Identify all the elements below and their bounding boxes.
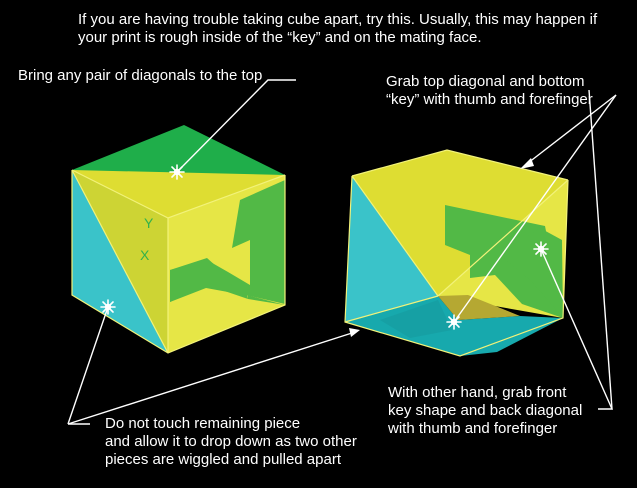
grip-point-icon [446, 314, 462, 330]
grip-point-icon [100, 299, 116, 315]
right-cube-bottom-inner [380, 300, 452, 338]
leader-grab-bottom [453, 94, 617, 323]
grip-point-icon [169, 164, 185, 180]
callout-bring-pair: Bring any pair of diagonals to the top [18, 67, 262, 85]
callout-other-hand-line: with thumb and forefinger [388, 420, 558, 437]
intro-line: If you are having trouble taking cube ap… [78, 11, 598, 28]
left-cube-top-diagonal [72, 170, 285, 218]
callout-other-hand: With other hand, grab front key shape an… [388, 384, 582, 438]
arrowhead-do-not-touch [349, 328, 360, 337]
intro-line: your print is rough inside of the “key” … [78, 29, 482, 46]
leader-lines [67, 79, 617, 425]
leader-do-not-touch-a [67, 306, 109, 425]
right-cube [344, 149, 569, 357]
intro-text: If you are having trouble taking cube ap… [78, 11, 597, 47]
callout-do-not-touch-line: Do not touch remaining piece [105, 415, 301, 432]
callout-bring-pair-text: Bring any pair of diagonals to the top [18, 67, 263, 84]
left-cube-key-body [170, 180, 285, 304]
right-cube-bottom-key-yellow [438, 295, 520, 320]
leader-other-hand-back [588, 89, 613, 410]
leader-do-not-touch-b [67, 332, 353, 425]
callout-do-not-touch: Do not touch remaining piece and allow i… [105, 415, 357, 469]
grip-point-icon [533, 241, 549, 257]
y-axis-label: Y [144, 215, 154, 231]
callout-other-hand-line: With other hand, grab front [388, 384, 567, 401]
arrowhead-grab-top [520, 158, 534, 169]
left-cube: Y X [71, 125, 286, 354]
right-cube-left-face [345, 176, 438, 322]
leader-grab-top-arrow [527, 94, 617, 164]
x-axis-label: X [140, 247, 150, 263]
callout-grab-top: Grab top diagonal and bottom “key” with … [386, 73, 593, 109]
callout-grab-top-line: Grab top diagonal and bottom [386, 73, 585, 90]
callout-do-not-touch-line: and allow it to drop down as two other [105, 433, 357, 450]
callout-do-not-touch-line: pieces are wiggled and pulled apart [105, 451, 341, 468]
leader-bring-pair [176, 79, 296, 173]
callout-grab-top-line: “key” with thumb and forefinger [386, 91, 593, 108]
callout-other-hand-line: key shape and back diagonal [388, 402, 583, 419]
right-cube-key-arm [500, 228, 563, 318]
